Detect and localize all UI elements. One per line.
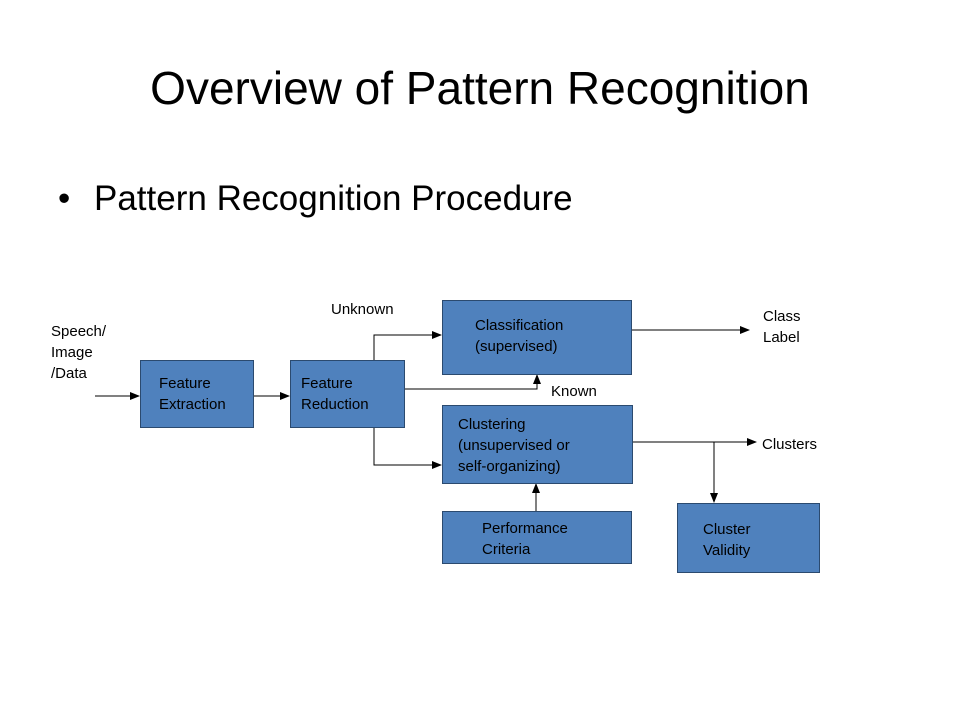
bullet-dot-icon: • (58, 179, 71, 218)
feature-extraction-box: Feature Extraction (140, 360, 254, 428)
input-label: Speech/ Image /Data (51, 323, 107, 382)
known-label: Known (551, 383, 597, 400)
unknown-label: Unknown (331, 301, 394, 318)
classification-box: Classification (supervised) (442, 300, 632, 375)
clustering-box: Clustering (unsupervised or self-organiz… (442, 405, 633, 484)
arrow-reduction-known-to-classification (405, 374, 541, 390)
class-label-output: Class Label (763, 308, 801, 346)
performance-criteria-box: Performance Criteria (442, 511, 632, 564)
cluster-validity-box: Cluster Validity (677, 503, 820, 573)
arrow-reduction-to-clustering (373, 428, 442, 469)
clusters-output: Clusters (762, 436, 818, 453)
slide-title: Overview of Pattern Recognition (150, 62, 810, 114)
bullet-text: Pattern Recognition Procedure (94, 179, 573, 218)
feature-reduction-box: Feature Reduction (290, 360, 405, 428)
arrow-reduction-to-classification (373, 331, 442, 360)
bullet-item: • Pattern Recognition Procedure (58, 176, 573, 222)
